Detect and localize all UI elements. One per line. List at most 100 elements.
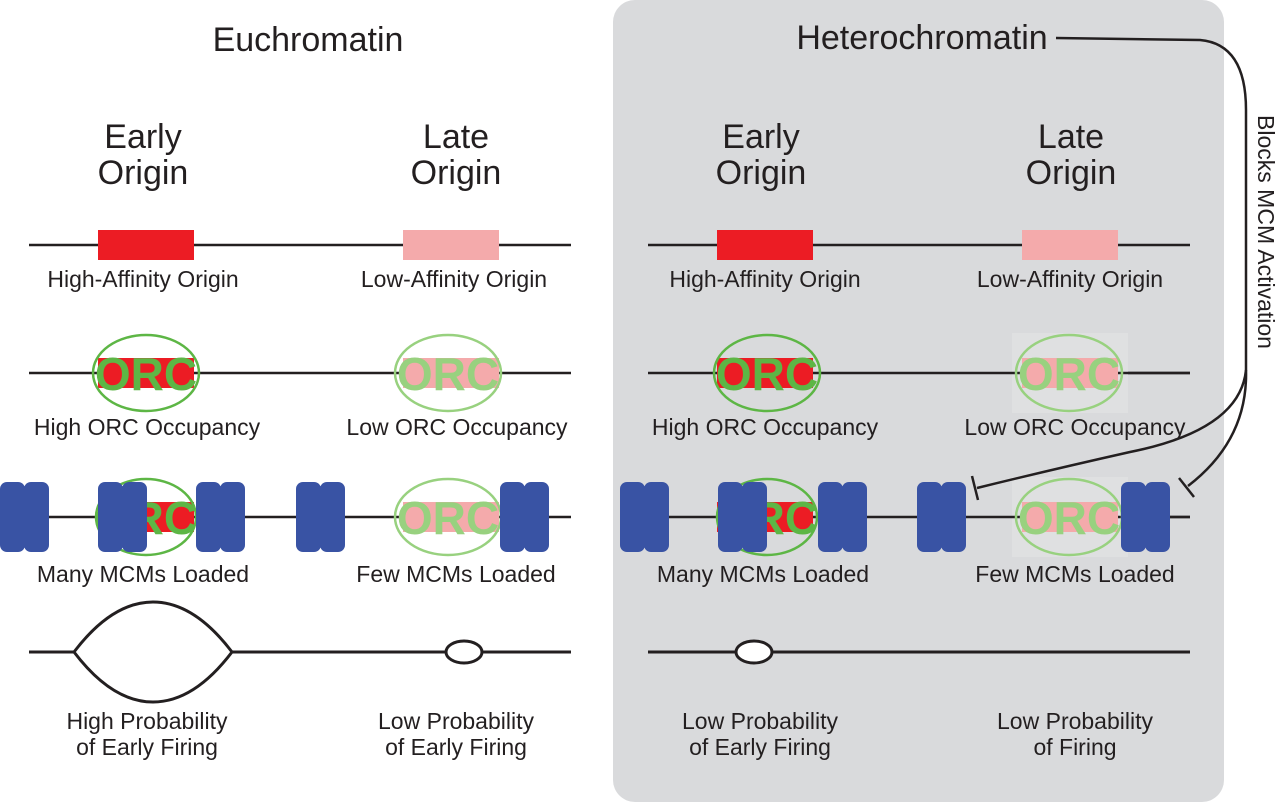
mcm-hexamer	[296, 482, 321, 552]
firing-label-early-line2: of Early Firing	[689, 734, 831, 760]
mcm-hexamer	[1121, 482, 1146, 552]
firing-label-early-line1: High Probability	[66, 708, 228, 734]
inhibition-line-main	[1055, 36, 1248, 370]
orc-ellipse	[715, 477, 819, 557]
origin-label-early: High-Affinity Origin	[669, 266, 860, 292]
orc-ellipse	[712, 333, 822, 413]
mcm-hexamer	[818, 482, 843, 552]
heading-line1: Early	[722, 118, 799, 156]
mcm-double-hexamer	[0, 482, 49, 552]
inhibition-branch-many	[976, 369, 1248, 490]
heading-line2: Origin	[98, 154, 189, 192]
mcm-hexamer	[1145, 482, 1170, 552]
orc-label-late: Low ORC Occupancy	[964, 414, 1186, 440]
heading-line1: Late	[1038, 118, 1104, 156]
mcm-hexamer	[98, 482, 123, 552]
euchromatin-early-heading: Early Origin	[98, 118, 189, 192]
mcm-hexamer	[320, 482, 345, 552]
heterochromatin-early-heading: Early Origin	[716, 118, 807, 192]
orc-label: ORC	[1018, 348, 1120, 400]
high-affinity-origin-box	[717, 230, 813, 260]
euchromatin-late-heading: Late Origin	[411, 118, 502, 192]
firing-label-early-line1: Low Probability	[682, 708, 838, 734]
heterochromatin-orc-row: ORC ORC High ORC Occupancy Low ORC Occup…	[648, 333, 1190, 440]
orc-complex-high: ORC	[712, 333, 822, 413]
origin-box	[1022, 502, 1118, 532]
firing-label-late-line1: Low Probability	[997, 708, 1153, 734]
heterochromatin-origin-row: High-Affinity Origin Low-Affinity Origin	[648, 230, 1190, 292]
inhibition-bar-few	[1178, 477, 1195, 498]
heading-line2: Origin	[411, 154, 502, 192]
mcm-label-early: Many MCMs Loaded	[657, 561, 869, 587]
orc-label: ORC	[397, 348, 499, 400]
mcm-double-hexamer	[917, 482, 966, 552]
inhibition-connector: Blocks MCM Activation	[970, 36, 1279, 501]
origin-box	[717, 358, 813, 388]
replication-bubble-small	[444, 639, 484, 665]
firing-label-early-line2: of Early Firing	[76, 734, 218, 760]
euchromatin-orc-row: ORC ORC High ORC Occupancy Low ORC Occup…	[29, 333, 571, 440]
mcm-hexamer	[742, 482, 767, 552]
orc-complex-high: ORC	[91, 333, 201, 413]
euchromatin-title: Euchromatin	[213, 21, 404, 59]
mcm-double-hexamer	[500, 482, 549, 552]
mcm-hexamer	[718, 482, 743, 552]
mcm-hexamer	[24, 482, 49, 552]
origin-box	[1022, 358, 1118, 388]
low-affinity-origin-box	[1022, 230, 1118, 260]
mcm-hexamer	[500, 482, 525, 552]
orc-complex-low: ORC	[393, 333, 503, 413]
mcm-hexamer	[917, 482, 942, 552]
orc-ellipse	[393, 333, 503, 413]
orc-label-early: High ORC Occupancy	[34, 414, 261, 440]
euchromatin-mcm-row: ORC ORC Many MCMs Loaded Few MCMs Loaded	[0, 477, 571, 587]
mcm-label-early: Many MCMs Loaded	[37, 561, 249, 587]
origin-label-late: Low-Affinity Origin	[977, 266, 1163, 292]
mcm-double-hexamer	[196, 482, 245, 552]
blocks-mcm-activation-label: Blocks MCM Activation	[1253, 115, 1279, 349]
origin-label-late: Low-Affinity Origin	[361, 266, 547, 292]
orc-complex-low: ORC	[1012, 333, 1190, 413]
orc-complex-low: ORC	[1012, 477, 1190, 557]
mcm-hexamer	[0, 482, 25, 552]
origin-box	[98, 358, 194, 388]
heterochromatin-late-heading: Late Origin	[1026, 118, 1117, 192]
mcm-label-late: Few MCMs Loaded	[356, 561, 555, 587]
mcm-hexamer	[941, 482, 966, 552]
mcm-double-hexamers	[0, 482, 549, 552]
orc-label: ORC	[716, 348, 818, 400]
replication-bubble-large	[72, 600, 234, 704]
mcm-double-hexamer	[296, 482, 345, 552]
heading-line1: Early	[104, 118, 181, 156]
inhibition-bar-many	[970, 475, 980, 501]
orc-ellipse	[91, 333, 201, 413]
firing-label-late-line2: of Firing	[1033, 734, 1116, 760]
mcm-double-hexamer	[620, 482, 669, 552]
euchromatin-origin-row: High-Affinity Origin Low-Affinity Origin	[29, 230, 571, 292]
mcm-hexamer	[842, 482, 867, 552]
origin-label-early: High-Affinity Origin	[47, 266, 238, 292]
orc-label-late: Low ORC Occupancy	[346, 414, 568, 440]
heterochromatin-panel	[613, 0, 1224, 802]
orc-complex-low: ORC	[393, 477, 503, 557]
heterochromatin-mcm-row: ORC ORC Many MCMs Loaded Few MCMs Loaded	[620, 477, 1190, 587]
orc-label-early: High ORC Occupancy	[652, 414, 879, 440]
replication-bubble-small	[734, 639, 774, 665]
mcm-hexamer	[620, 482, 645, 552]
mcm-double-hexamer	[718, 482, 767, 552]
heterochromatin-firing-row: Low Probability of Early Firing Low Prob…	[648, 639, 1190, 760]
heading-line2: Origin	[1026, 154, 1117, 192]
inhibition-branch-few	[1187, 369, 1248, 487]
low-affinity-origin-box	[403, 230, 499, 260]
origin-box	[403, 502, 499, 532]
orc-label: ORC	[1018, 492, 1120, 544]
heading-line2: Origin	[716, 154, 807, 192]
mcm-label-late: Few MCMs Loaded	[975, 561, 1174, 587]
euchromatin-firing-row: High Probability of Early Firing Low Pro…	[29, 600, 571, 760]
mcm-hexamer	[220, 482, 245, 552]
mcm-double-hexamer	[1121, 482, 1170, 552]
orc-ellipse	[1014, 333, 1124, 413]
heterochromatin-title: Heterochromatin	[796, 19, 1047, 57]
mcm-double-hexamers	[620, 482, 1170, 552]
